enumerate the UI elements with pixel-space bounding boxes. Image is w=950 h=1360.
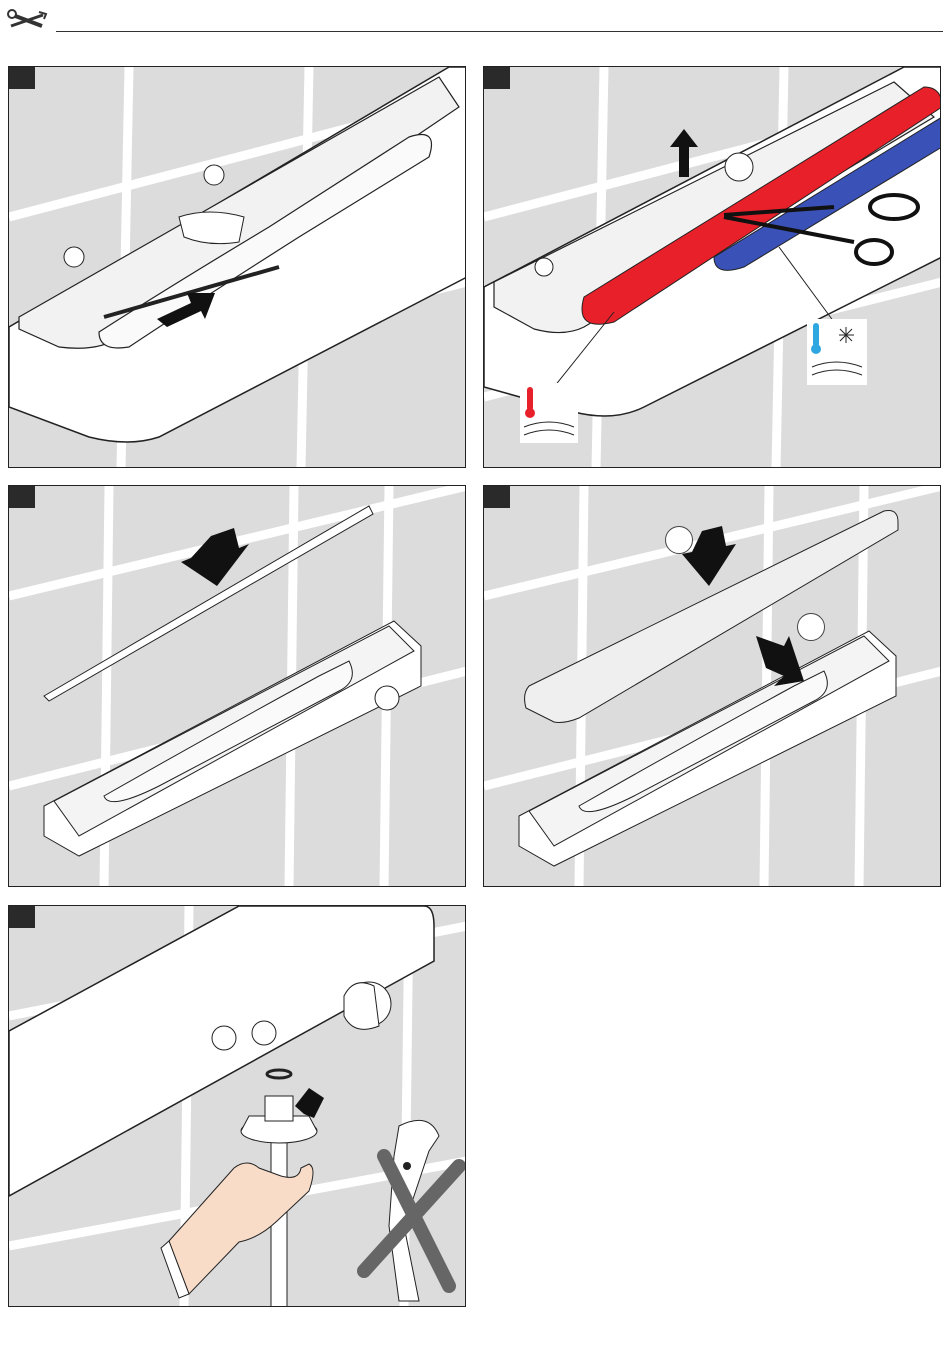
step-5-illustration: [9, 906, 466, 1307]
hot-water-icon: [520, 383, 578, 443]
callout-1: [665, 526, 693, 554]
pliers-crossed-icon: [364, 1120, 459, 1301]
step-2-panel: [483, 66, 941, 468]
step-3-illustration: [9, 486, 466, 887]
header-rule: [56, 31, 943, 32]
step-4-panel: [483, 485, 941, 887]
step-1-illustration: [9, 67, 466, 468]
rotate-arrow-icon: [295, 1088, 324, 1118]
step-3-panel: [8, 485, 466, 887]
step-badge: [484, 486, 510, 508]
wrench-screwdriver-icon: [6, 6, 48, 36]
step-badge: [9, 486, 35, 508]
step-badge: [9, 67, 35, 89]
step-badge: [484, 67, 510, 89]
step-badge: [9, 906, 35, 928]
cold-water-icon: [807, 319, 867, 385]
callout-2: [797, 613, 825, 641]
step-4-illustration: [484, 486, 941, 887]
step-1-panel: [8, 66, 466, 468]
page-header: [0, 0, 950, 50]
step-2-illustration: [484, 67, 941, 468]
step-5-panel: [8, 905, 466, 1307]
